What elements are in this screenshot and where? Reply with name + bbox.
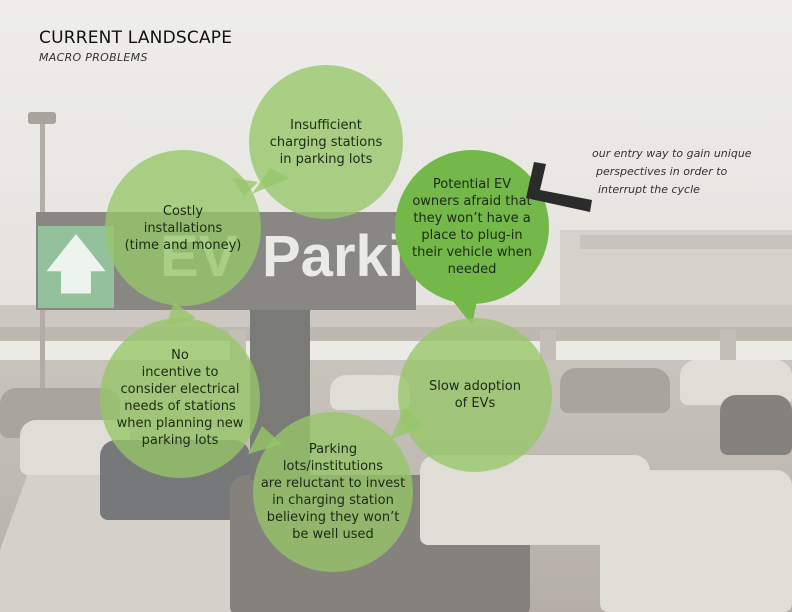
bubble-line: their vehicle when (412, 245, 532, 260)
parked-car (330, 375, 410, 410)
bubble-line: believing they won’t (266, 510, 400, 525)
bubble-line: place to plug-in (421, 228, 523, 243)
bubble-text: Potential EV owners afraid that they won… (412, 176, 532, 278)
bubble-line: be well used (292, 527, 374, 542)
bubble-text: Slow adoption of EVs (429, 378, 521, 412)
bubble-line: installations (143, 220, 223, 236)
bubble-insufficient-stations: Insufficient charging stations in parkin… (249, 65, 403, 219)
bubble-costly-installations: Costly installations (time and money) (105, 150, 261, 306)
bubble-line: parking lots (141, 433, 219, 448)
bubble-no-incentive: No incentive to consider electrical need… (100, 318, 260, 478)
bubble-line: of EVs (454, 396, 496, 411)
bubble-text: No incentive to consider electrical need… (117, 347, 244, 449)
bubble-line: Potential EV (432, 177, 512, 192)
bubble-line: No (171, 348, 189, 363)
sign-parking-text: Parki (262, 224, 404, 289)
bubble-line: consider electrical (120, 382, 240, 397)
bubble-line: charging stations (269, 134, 383, 150)
terminal-roof (580, 235, 792, 249)
sign-arrow-panel (38, 226, 114, 308)
bubble-line: when planning new (116, 416, 244, 431)
bubble-slow-adoption: Slow adoption of EVs (398, 318, 552, 472)
annotation-line: our entry way to gain unique (592, 147, 752, 160)
bubble-line: are reluctant to invest (260, 476, 406, 491)
annotation-note: our entry way to gain unique perspective… (592, 145, 772, 199)
page-subtitle: MACRO PROBLEMS (39, 51, 148, 64)
bubble-potential-owners-afraid: Potential EV owners afraid that they won… (395, 150, 549, 304)
bubble-line: Insufficient (290, 117, 362, 133)
lamp-head (28, 112, 56, 124)
parked-car (560, 368, 670, 413)
bubble-line: Slow adoption (429, 379, 521, 394)
corner-bracket-icon (526, 162, 592, 212)
bubble-line: they won’t have a (413, 211, 531, 226)
bubble-line: (time and money) (124, 237, 242, 253)
bubble-line: in charging station (272, 493, 394, 508)
bubble-line: needs of stations (124, 399, 236, 414)
bubble-line: incentive to (141, 365, 219, 380)
bubble-line: needed (447, 262, 497, 277)
annotation-line: interrupt the cycle (598, 183, 700, 196)
parked-car (600, 470, 792, 612)
page-title: CURRENT LANDSCAPE (39, 28, 233, 48)
bubble-line: Parking (308, 442, 358, 457)
annotation-line: perspectives in order to (596, 165, 728, 178)
bubble-line: in parking lots (279, 151, 373, 167)
up-arrow-icon: 🡅 (43, 228, 109, 302)
bubble-text: Parking lots/institutions are reluctant … (261, 441, 405, 543)
parked-car (720, 395, 792, 455)
bubble-reluctant-invest: Parking lots/institutions are reluctant … (253, 412, 413, 572)
bubble-line: Costly (162, 203, 204, 219)
bubble-text: Insufficient charging stations in parkin… (270, 117, 382, 168)
bubble-line: lots/institutions (282, 459, 384, 474)
bubble-line: owners afraid that (412, 194, 532, 209)
bubble-text: Costly installations (time and money) (125, 203, 242, 254)
